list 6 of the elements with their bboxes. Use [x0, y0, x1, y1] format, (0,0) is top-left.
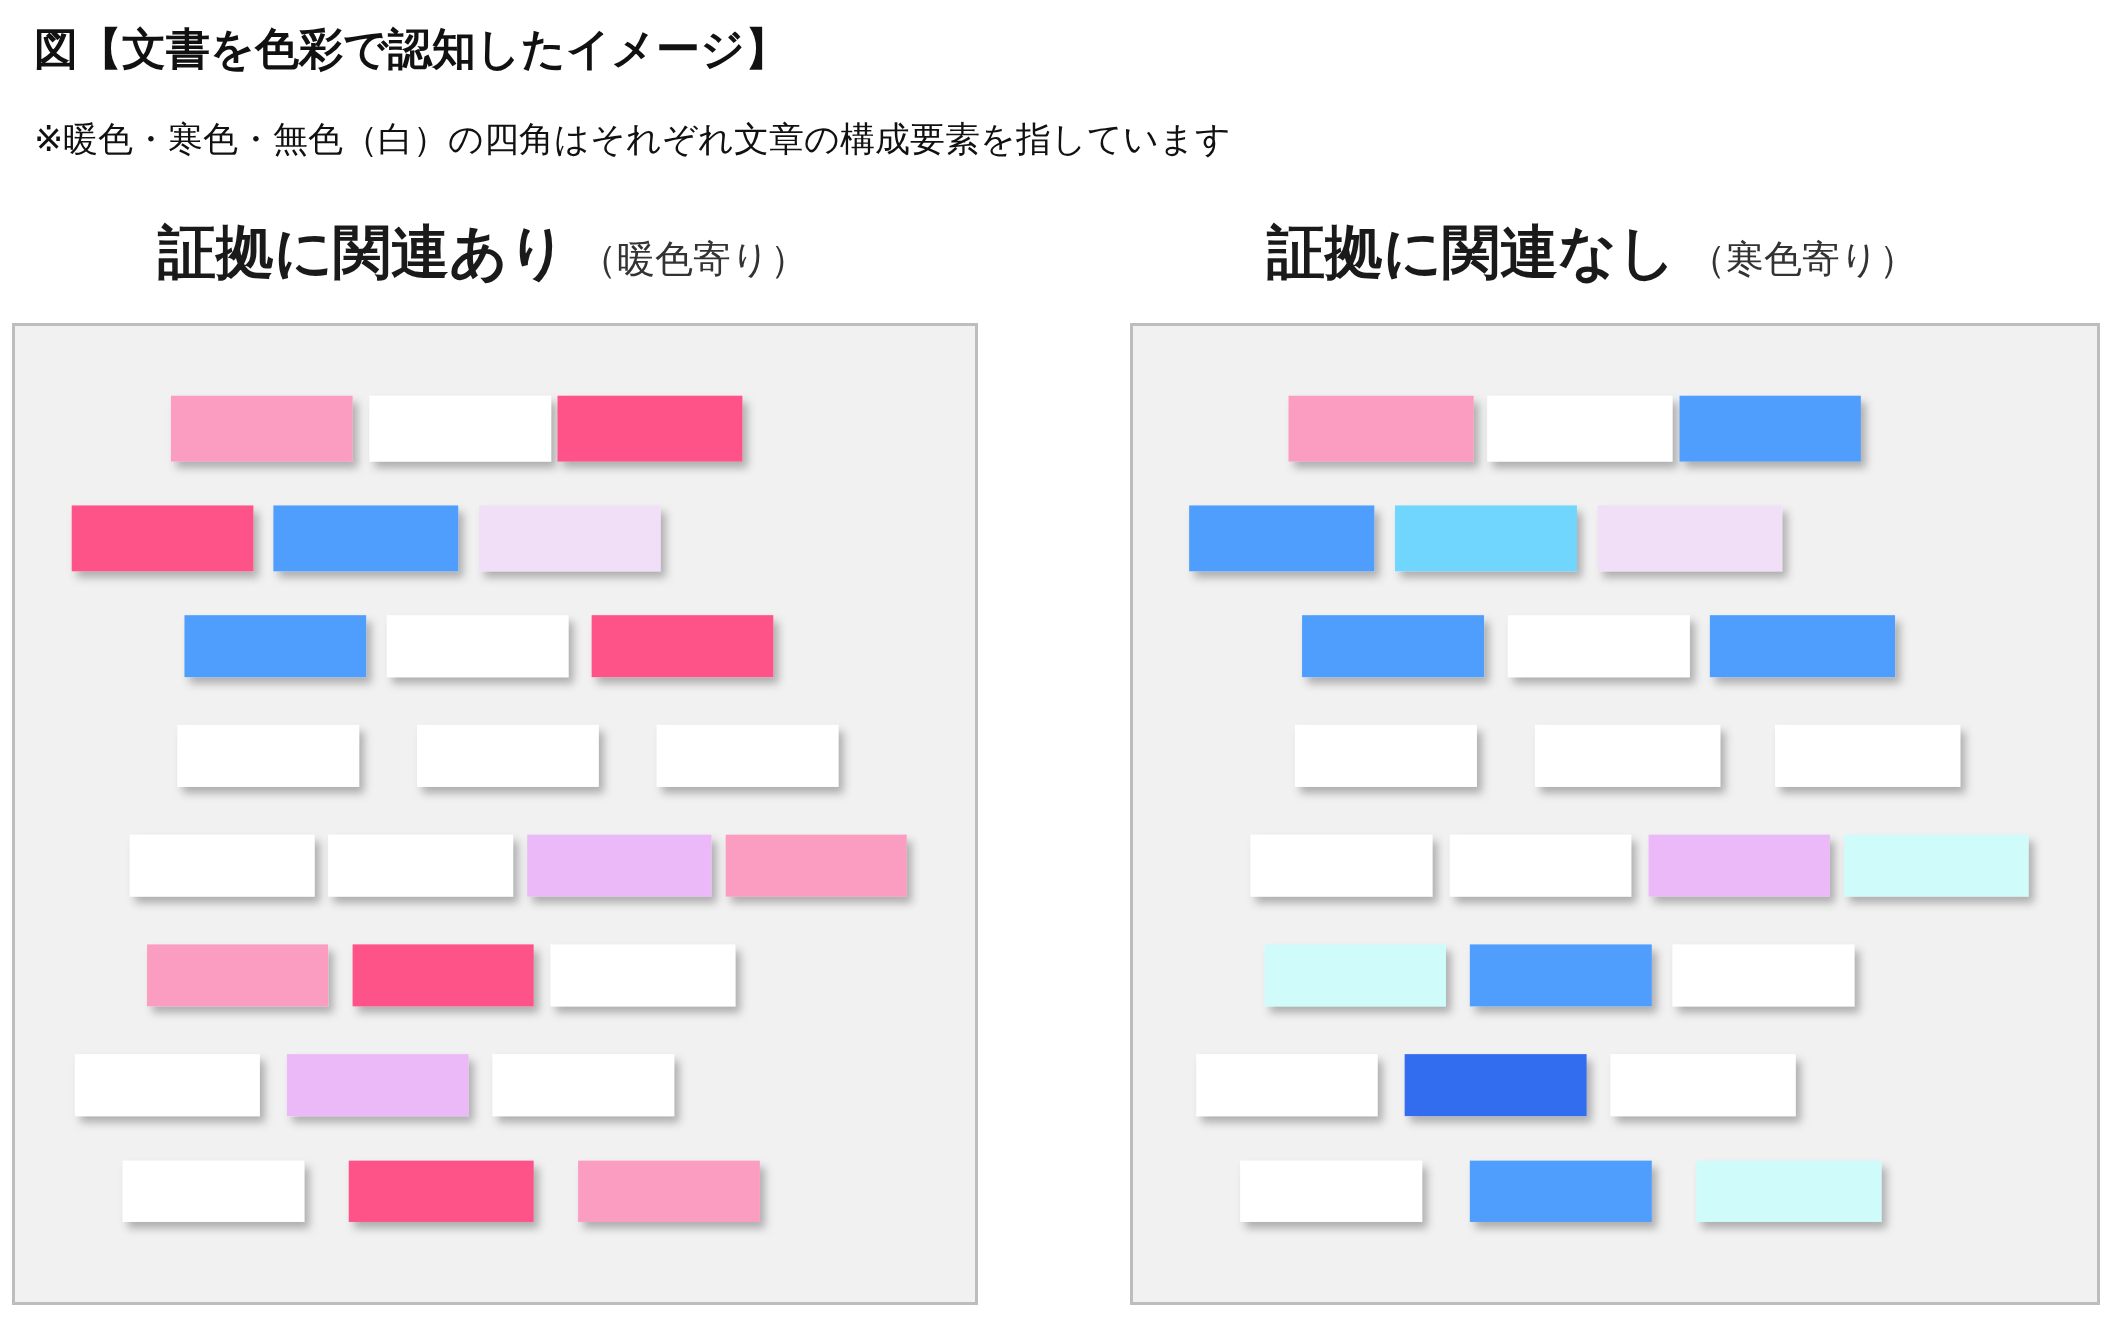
panel-subheading: （暖色寄り）: [579, 237, 808, 281]
panel-heading: 証拠に関連なし: [1267, 218, 1676, 286]
note-text: ※暖色・寒色・無色（白）の四角はそれぞれ文章の構成要素を指しています: [34, 118, 1232, 161]
figure-title: 図【文書を色彩で認知したイメージ】: [34, 22, 789, 76]
panel-heading: 証拠に関連あり: [158, 218, 567, 286]
panel-subheading: （寒色寄り）: [1688, 237, 1917, 281]
